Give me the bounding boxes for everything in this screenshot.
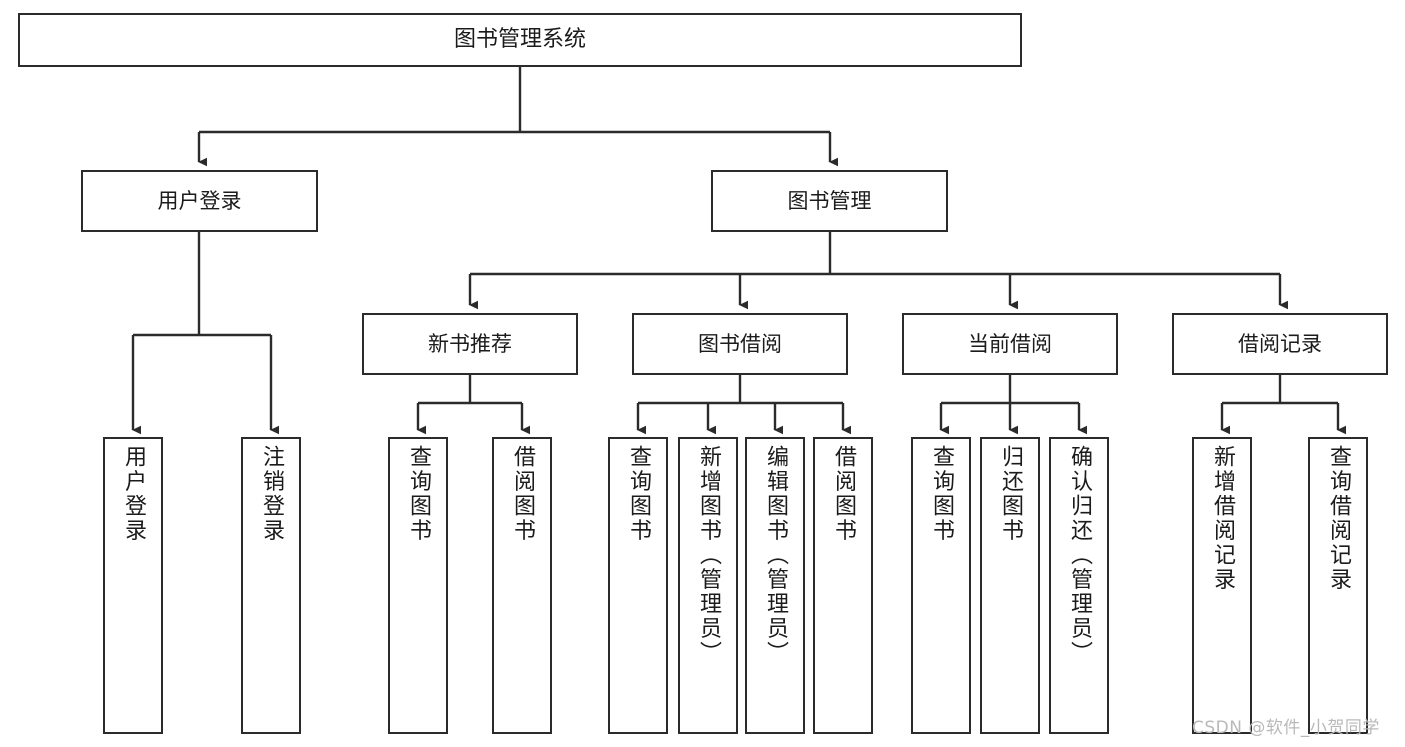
leaf-confirm-return[interactable]: 确认归还（管理员） [1049, 437, 1109, 734]
node-book-management[interactable]: 图书管理 [711, 170, 948, 232]
node-book-borrow[interactable]: 图书借阅 [632, 313, 848, 375]
node-label: 新增借阅记录 [1210, 445, 1235, 592]
node-label: 用户登录 [157, 188, 242, 213]
node-label: 借阅记录 [1238, 331, 1322, 356]
node-label: 注销登录 [259, 445, 284, 543]
node-root-system[interactable]: 图书管理系统 [18, 13, 1022, 67]
leaf-return-book[interactable]: 归还图书 [980, 437, 1040, 734]
node-label: 编辑图书（管理员） [763, 445, 788, 666]
node-label: 图书借阅 [698, 331, 782, 356]
node-borrow-record[interactable]: 借阅记录 [1172, 313, 1388, 375]
node-label: 用户登录 [121, 445, 146, 543]
leaf-add-borrow-record[interactable]: 新增借阅记录 [1192, 437, 1252, 734]
node-label: 借阅图书 [831, 445, 856, 543]
node-label: 归还图书 [998, 445, 1023, 543]
node-label: 当前借阅 [968, 331, 1052, 356]
node-label: 借阅图书 [510, 445, 535, 543]
node-label: 查询图书 [626, 445, 651, 543]
node-label: 查询借阅记录 [1326, 445, 1351, 592]
node-current-borrow[interactable]: 当前借阅 [902, 313, 1118, 375]
node-label: 新书推荐 [428, 331, 512, 356]
leaf-query-borrow-record[interactable]: 查询借阅记录 [1308, 437, 1368, 734]
node-label: 图书管理系统 [453, 27, 586, 53]
leaf-query-book-1[interactable]: 查询图书 [388, 437, 448, 734]
node-label: 查询图书 [929, 445, 954, 543]
leaf-query-book-3[interactable]: 查询图书 [911, 437, 971, 734]
leaf-borrow-book-2[interactable]: 借阅图书 [813, 437, 873, 734]
node-new-book-recommend[interactable]: 新书推荐 [362, 313, 578, 375]
node-label: 确认归还（管理员） [1067, 445, 1092, 666]
node-user-login[interactable]: 用户登录 [81, 170, 318, 232]
node-label: 图书管理 [787, 188, 872, 213]
leaf-logout-login[interactable]: 注销登录 [241, 437, 301, 734]
leaf-add-book[interactable]: 新增图书（管理员） [678, 437, 738, 734]
leaf-user-login[interactable]: 用户登录 [103, 437, 163, 734]
node-label: 新增图书（管理员） [696, 445, 721, 666]
csdn-watermark: CSDN @软件_小贺同学 [1192, 718, 1380, 738]
leaf-query-book-2[interactable]: 查询图书 [608, 437, 668, 734]
node-label: 查询图书 [406, 445, 431, 543]
leaf-edit-book[interactable]: 编辑图书（管理员） [745, 437, 805, 734]
leaf-borrow-book-1[interactable]: 借阅图书 [492, 437, 552, 734]
